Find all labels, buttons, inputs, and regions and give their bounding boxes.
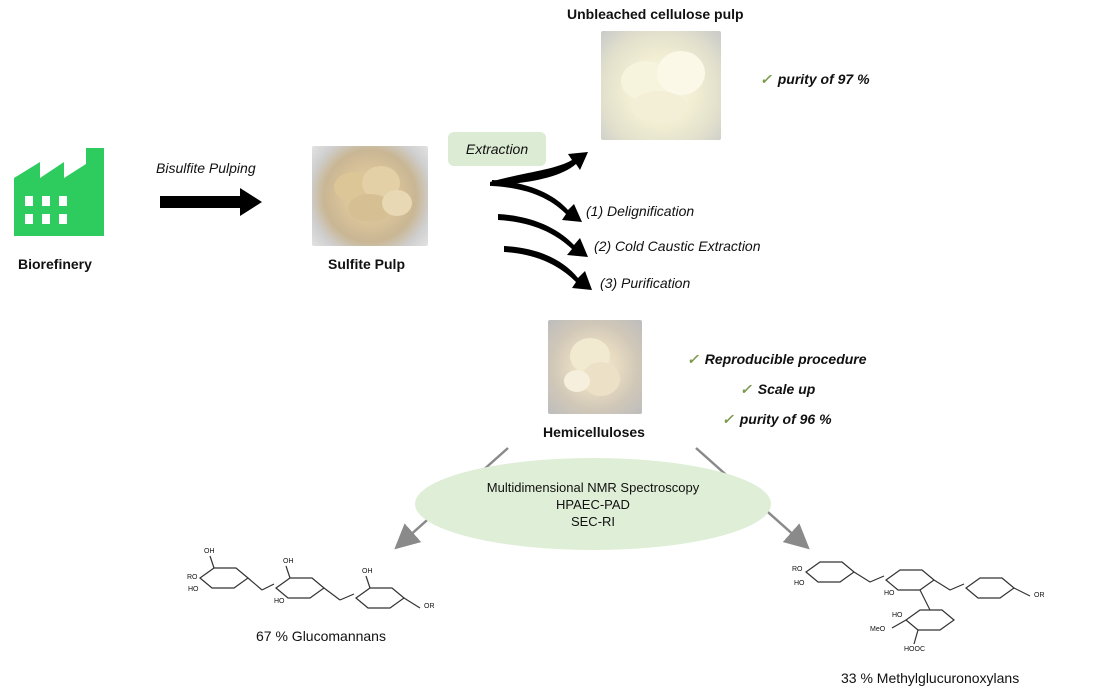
mgx-meo: MeO [870, 626, 886, 633]
scale-up-text: Scale up [757, 381, 816, 397]
methylglucuronoxylans-label: 33 % Methylglucuronoxylans [841, 670, 1020, 686]
hemi-check-reproducible: ✓ Reproducible procedure [687, 351, 867, 368]
cellulose-check: ✓ purity of 97 % [760, 71, 870, 88]
glucomannans-label: 67 % Glucomannans [256, 628, 386, 644]
check-icon: ✓ [722, 411, 734, 427]
sulfite-pulp-photo [312, 146, 428, 246]
extraction-arrows [490, 152, 592, 290]
hemicelluloses-photo [548, 320, 642, 414]
analysis-ellipse: Multidimensional NMR Spectroscopy HPAEC-… [415, 458, 771, 550]
step-delignification: (1) Delignification [586, 203, 695, 219]
gm-ho-1: HO [188, 586, 199, 593]
mgx-hooc: HOOC [904, 646, 925, 653]
gm-ro: RO [187, 574, 198, 581]
purity-96-text: purity of 96 % [739, 411, 832, 427]
cellulose-photo [601, 31, 721, 140]
gm-oh-3: OH [362, 568, 373, 575]
mgx-ho-2: HO [884, 590, 895, 597]
mgx-ho-3: HO [892, 612, 903, 619]
methylglucuronoxylan-structure [805, 561, 1031, 645]
method-nmr: Multidimensional NMR Spectroscopy [486, 479, 700, 495]
extraction-pill: Extraction [448, 132, 546, 166]
mgx-or: OR [1034, 592, 1045, 599]
sulfite-pulp-label: Sulfite Pulp [328, 256, 405, 272]
reproducible-text: Reproducible procedure [704, 351, 867, 367]
check-icon: ✓ [687, 351, 699, 367]
gm-oh-2: OH [283, 558, 294, 565]
hemicelluloses-label: Hemicelluloses [543, 424, 645, 440]
gm-oh-1: OH [204, 548, 215, 555]
biorefinery-label: Biorefinery [18, 256, 92, 272]
cellulose-purity: purity of 97 % [777, 71, 870, 87]
pulping-label: Bisulfite Pulping [156, 160, 256, 176]
method-sec: SEC-RI [570, 513, 616, 529]
factory-icon [14, 148, 104, 236]
hemi-check-purity: ✓ purity of 96 % [722, 411, 832, 428]
extraction-label: Extraction [465, 141, 529, 157]
mgx-ho-1: HO [794, 580, 805, 587]
glucomannan-structure [199, 555, 421, 609]
cellulose-label: Unbleached cellulose pulp [567, 6, 744, 22]
gm-ho-2: HO [274, 598, 285, 605]
gm-or: OR [424, 603, 435, 610]
step-purification: (3) Purification [600, 275, 691, 291]
pulping-arrow [160, 188, 262, 216]
check-icon: ✓ [740, 381, 752, 397]
check-icon: ✓ [760, 71, 772, 87]
method-hpaec: HPAEC-PAD [556, 496, 630, 512]
mgx-ro: RO [792, 566, 803, 573]
hemi-check-scale-up: ✓ Scale up [740, 381, 815, 398]
step-cold-caustic: (2) Cold Caustic Extraction [594, 238, 761, 254]
